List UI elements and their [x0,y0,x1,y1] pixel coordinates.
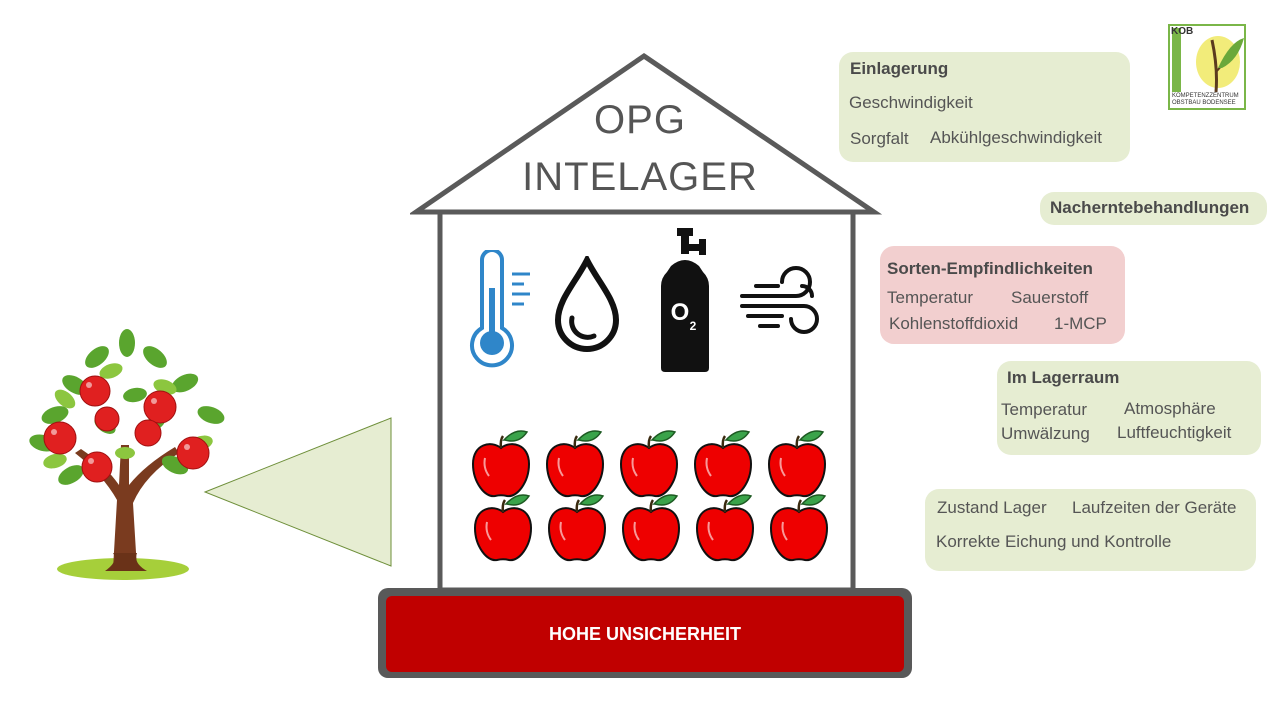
wind-icon [740,266,819,334]
card-einlagerung: Einlagerung Geschwindigkeit Sorgfalt Abk… [839,52,1130,162]
card-item: Sorgfalt [850,129,909,148]
svg-text:O: O [671,299,690,326]
card-nachernte: Nacherntebehandlungen [1040,192,1267,225]
card-sorten: Sorten-Empfindlichkeiten Temperatur Saue… [880,246,1125,344]
card-lagerraum: Im Lagerraum Temperatur Atmosphäre Umwäl… [997,361,1261,455]
svg-text:2: 2 [690,319,697,333]
card-item: Geschwindigkeit [849,93,973,112]
apple-icon [769,494,829,562]
water-drop-icon [554,256,620,352]
house-title-line1: OPG [594,98,686,142]
apple-icon [693,430,753,498]
card-item: Kohlenstoffdioxid [889,314,1019,333]
logo-line1: KOMPETENZZENTRUM [1172,93,1239,99]
oxygen-cylinder-icon: O 2 [661,228,709,372]
card-item: Sauerstoff [1011,288,1089,307]
logo-abbr: KOB [1171,26,1194,37]
card-title-einlagerung: Einlagerung [850,59,949,78]
card-item: Abkühlgeschwindigkeit [930,128,1102,147]
pointer-triangle [203,417,392,567]
card-title-sorten: Sorten-Empfindlichkeiten [887,259,1093,278]
card-title-lagerraum: Im Lagerraum [1007,368,1120,387]
apple-icon [621,494,681,562]
leaf-logo-icon [1172,28,1244,92]
card-item: Umwälzung [1001,424,1090,443]
house-title-line2: INTELAGER [522,155,758,199]
apple-icon [619,430,679,498]
card-item: Atmosphäre [1124,399,1216,418]
card-item: Korrekte Eichung und Kontrolle [936,532,1172,551]
card-item: Temperatur [887,288,973,307]
thermometer-icon [470,250,530,368]
card-zustand: Zustand Lager Laufzeiten der Geräte Korr… [925,489,1256,571]
apple-icon [695,494,755,562]
logo-line2: OBSTBAU BODENSEE [1172,100,1236,106]
kob-logo: KOB KOMPETENZZENTRUM OBSTBAU BODENSEE [1168,24,1246,110]
card-item: Luftfeuchtigkeit [1117,423,1232,442]
card-item: Laufzeiten der Geräte [1072,498,1237,517]
apple-tree-illustration [29,329,225,580]
apple-icon [545,430,605,498]
apple-icon [547,494,607,562]
apple-icon [471,430,531,498]
apple-icon [767,430,827,498]
card-title-nachernte: Nacherntebehandlungen [1050,198,1250,217]
house-base-fill [386,596,904,672]
card-item: Zustand Lager [937,498,1047,517]
card-item: Temperatur [1001,400,1087,419]
card-item: 1-MCP [1054,314,1107,333]
apple-grid [471,430,829,562]
apple-icon [473,494,533,562]
base-label: HOHE UNSICHERHEIT [548,624,741,644]
